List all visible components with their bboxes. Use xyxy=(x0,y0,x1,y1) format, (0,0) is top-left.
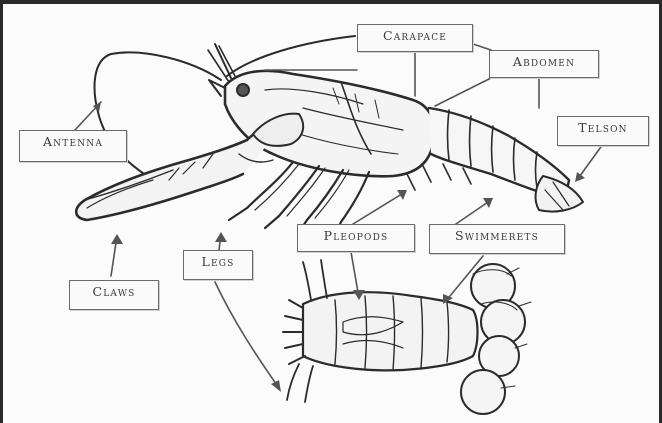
label-abdomen: Abdomen xyxy=(489,50,599,78)
ventral-view xyxy=(283,260,531,414)
label-telson: Telson xyxy=(557,116,649,146)
label-pleopods: Pleopods xyxy=(297,224,415,252)
label-claws: Claws xyxy=(69,280,159,310)
label-carapace: Carapace xyxy=(357,24,473,52)
leg-3 xyxy=(299,170,343,232)
label-swimmerets: Swimmerets xyxy=(429,224,565,254)
leg-2 xyxy=(265,166,319,228)
eye xyxy=(237,84,249,96)
label-antenna: Antenna xyxy=(19,130,127,162)
carapace-outline xyxy=(225,71,434,176)
label-legs: Legs xyxy=(183,250,253,280)
